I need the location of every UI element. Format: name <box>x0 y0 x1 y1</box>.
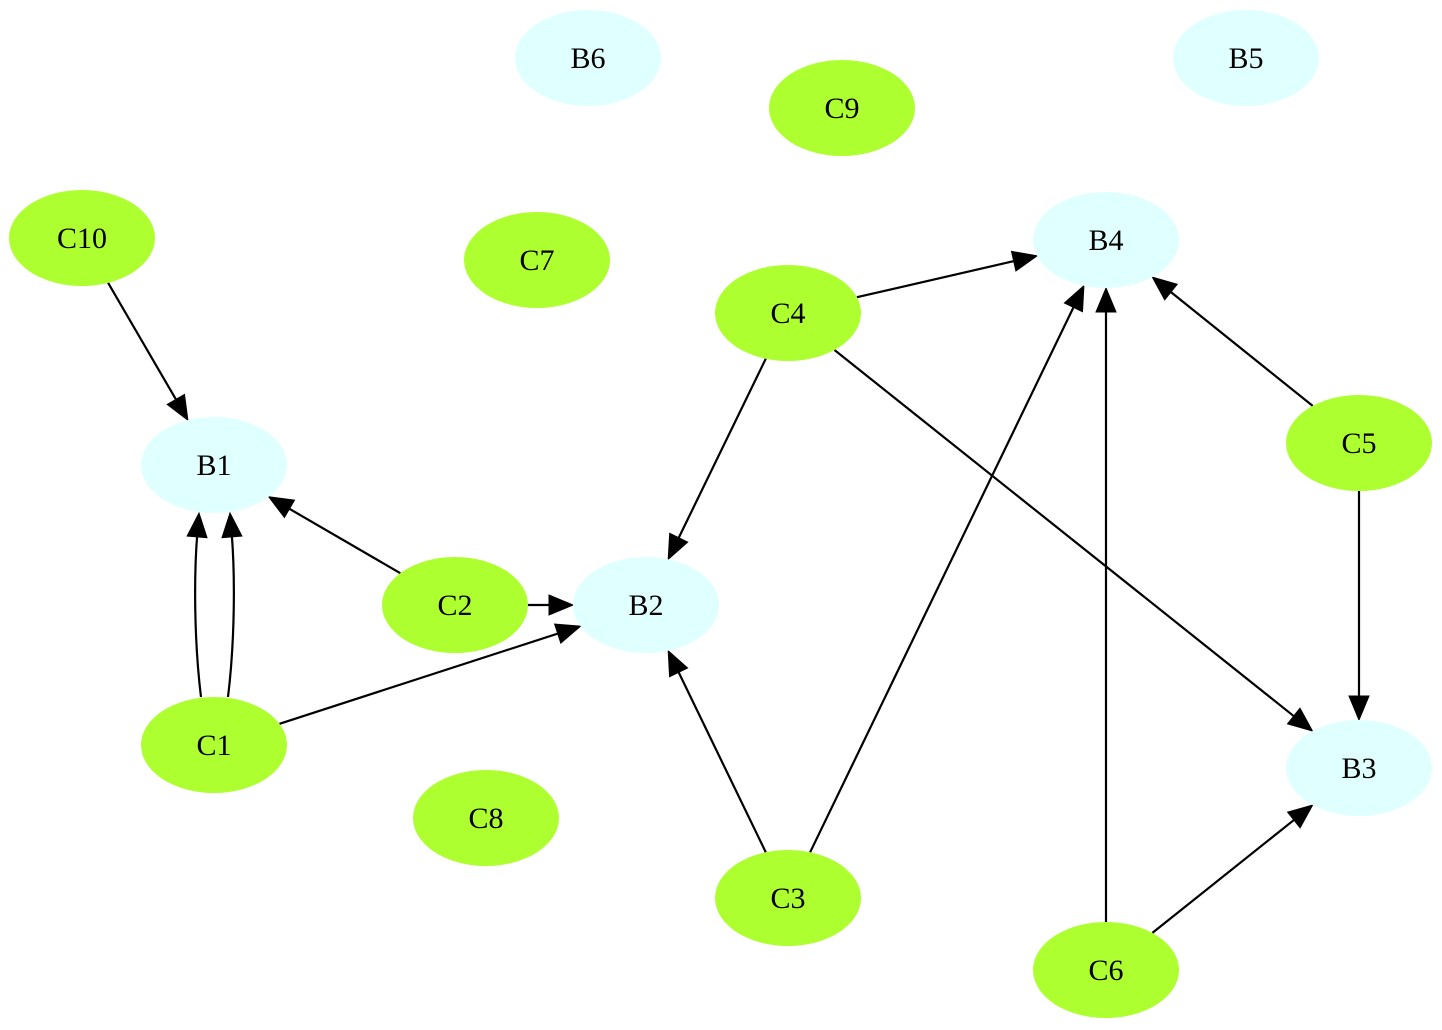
node-c3[interactable]: C3 <box>715 850 861 946</box>
edge-c3-to-b4 <box>809 305 1076 853</box>
node-b4-shape <box>1033 192 1179 288</box>
node-c9-shape <box>769 60 915 156</box>
node-c6[interactable]: C6 <box>1033 922 1179 1018</box>
node-b3-label: B3 <box>1341 752 1376 785</box>
edge-c4-to-b4-arrowhead <box>1010 250 1039 272</box>
node-b6-label: B6 <box>570 42 605 75</box>
node-b4-label: B4 <box>1088 224 1123 257</box>
node-b5-label: B5 <box>1228 42 1263 75</box>
edge-c1-to-b1-2 <box>226 534 235 698</box>
node-c1-shape <box>141 697 287 793</box>
node-c6-shape <box>1033 922 1179 1018</box>
node-c8[interactable]: C8 <box>413 770 559 866</box>
edge-c4-to-b4 <box>856 259 1016 299</box>
edge-c3-to-b2-arrowhead <box>667 649 689 678</box>
node-c2-shape <box>382 557 528 653</box>
node-c9-label: C9 <box>824 92 859 125</box>
node-c5-label: C5 <box>1341 427 1376 460</box>
node-b3-shape <box>1286 720 1432 816</box>
edge-c2-to-b2-arrowhead <box>548 594 575 616</box>
node-b4[interactable]: B4 <box>1033 192 1179 288</box>
edge-c1-to-b1-arrowhead <box>186 511 208 539</box>
node-c8-shape <box>413 770 559 866</box>
edge-c4-to-b2 <box>676 358 767 540</box>
node-c4-shape <box>715 265 861 361</box>
edge-c10-to-b1 <box>107 282 178 402</box>
edge-c4-to-b3 <box>833 349 1296 719</box>
node-c6-label: C6 <box>1088 954 1123 987</box>
node-c7[interactable]: C7 <box>464 212 610 308</box>
edge-c4-to-b3-arrowhead <box>1286 707 1314 732</box>
node-c10-shape <box>9 190 155 286</box>
edge-c2-to-b1-arrowhead <box>267 496 296 519</box>
edge-c5-to-b3-arrowhead <box>1348 695 1370 722</box>
edge-c1-to-b1 <box>194 534 203 698</box>
node-c10[interactable]: C10 <box>9 190 155 286</box>
edge-c10-to-b1-arrowhead <box>166 393 189 422</box>
node-b6[interactable]: B6 <box>515 10 661 106</box>
node-b6-shape <box>515 10 661 106</box>
edge-c3-to-b2 <box>676 670 767 853</box>
node-b1-label: B1 <box>196 449 231 482</box>
node-b2-label: B2 <box>628 589 663 622</box>
node-c3-shape <box>715 850 861 946</box>
node-c4[interactable]: C4 <box>715 265 861 361</box>
node-b1[interactable]: B1 <box>141 417 287 513</box>
edge-c5-to-b4 <box>1168 290 1314 407</box>
edge-c1-to-b2-arrowhead <box>553 623 582 644</box>
node-b1-shape <box>141 417 287 513</box>
edge-c4-to-b2-arrowhead <box>667 532 689 561</box>
node-c2[interactable]: C2 <box>382 557 528 653</box>
edge-c1-to-b2 <box>279 631 560 725</box>
node-c4-label: C4 <box>770 297 805 330</box>
edge-c6-to-b3 <box>1151 817 1297 934</box>
edge-c6-to-b3-arrowhead <box>1286 804 1314 829</box>
node-c2-label: C2 <box>437 589 472 622</box>
node-c8-label: C8 <box>468 802 503 835</box>
node-b3[interactable]: B3 <box>1286 720 1432 816</box>
node-c5[interactable]: C5 <box>1286 395 1432 491</box>
node-c10-label: C10 <box>57 222 107 255</box>
node-c9[interactable]: C9 <box>769 60 915 156</box>
edge-c2-to-b1 <box>287 506 401 575</box>
node-c7-shape <box>464 212 610 308</box>
node-b2-shape <box>573 557 719 653</box>
edges-layer <box>107 250 1370 934</box>
edge-c1-to-b1-2-arrowhead <box>221 511 243 539</box>
node-c5-shape <box>1286 395 1432 491</box>
node-c1-label: C1 <box>196 729 231 762</box>
edge-c3-to-b4-arrowhead <box>1063 284 1085 313</box>
node-b2[interactable]: B2 <box>573 557 719 653</box>
node-b5[interactable]: B5 <box>1173 10 1319 106</box>
node-c1[interactable]: C1 <box>141 697 287 793</box>
node-c7-label: C7 <box>519 244 554 277</box>
edge-c5-to-b4-arrowhead <box>1151 276 1179 301</box>
node-c3-label: C3 <box>770 882 805 915</box>
edge-c6-to-b4-arrowhead <box>1095 286 1117 313</box>
node-b5-shape <box>1173 10 1319 106</box>
